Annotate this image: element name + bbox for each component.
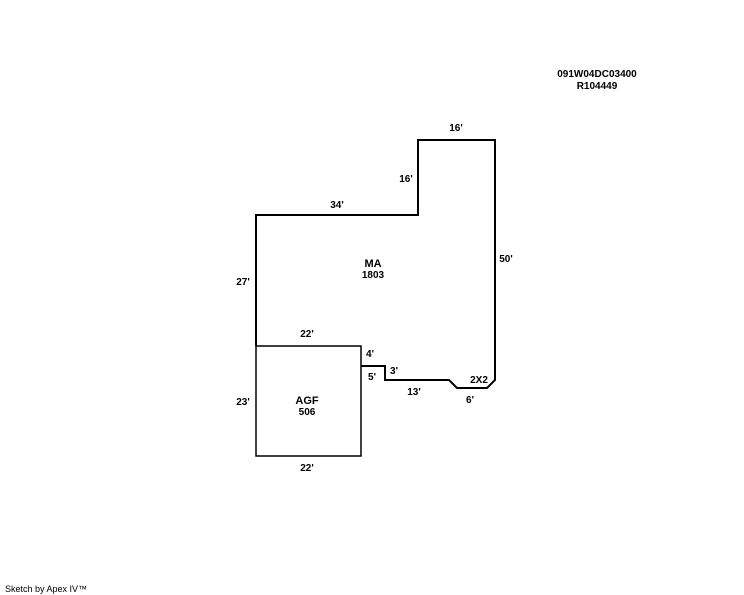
dim-ma-notch-3: 3' (390, 366, 398, 377)
garage-area-code: AGF (295, 395, 319, 407)
account-id: R104449 (577, 81, 618, 92)
dim-agf-bottom: 22' (300, 463, 314, 474)
dim-ma-notch-5: 5' (368, 372, 376, 383)
dim-ma-bottom-13: 13' (407, 387, 421, 398)
dim-ma-notch-4: 4' (366, 349, 374, 360)
dim-ma-step-vertical: 16' (399, 174, 413, 185)
main-area-outline (255, 139, 496, 389)
garage-outline (255, 345, 362, 457)
dim-ma-corner-2x2: 2X2 (470, 375, 488, 386)
dim-ma-left: 27' (236, 277, 250, 288)
dim-agf-top: 22' (300, 329, 314, 340)
main-area-code: MA (364, 258, 381, 270)
dim-ma-top: 16' (449, 123, 463, 134)
parcel-id: 091W04DC03400 (557, 69, 637, 80)
dim-ma-upper-left: 34' (330, 200, 344, 211)
footer-credit: Sketch by Apex IV™ (5, 584, 87, 594)
main-area-sqft: 1803 (362, 270, 385, 281)
garage-area-sqft: 506 (299, 407, 316, 418)
dim-ma-right: 50' (499, 254, 513, 265)
dim-agf-left: 23' (236, 397, 250, 408)
dim-ma-bottom-6: 6' (466, 395, 474, 406)
